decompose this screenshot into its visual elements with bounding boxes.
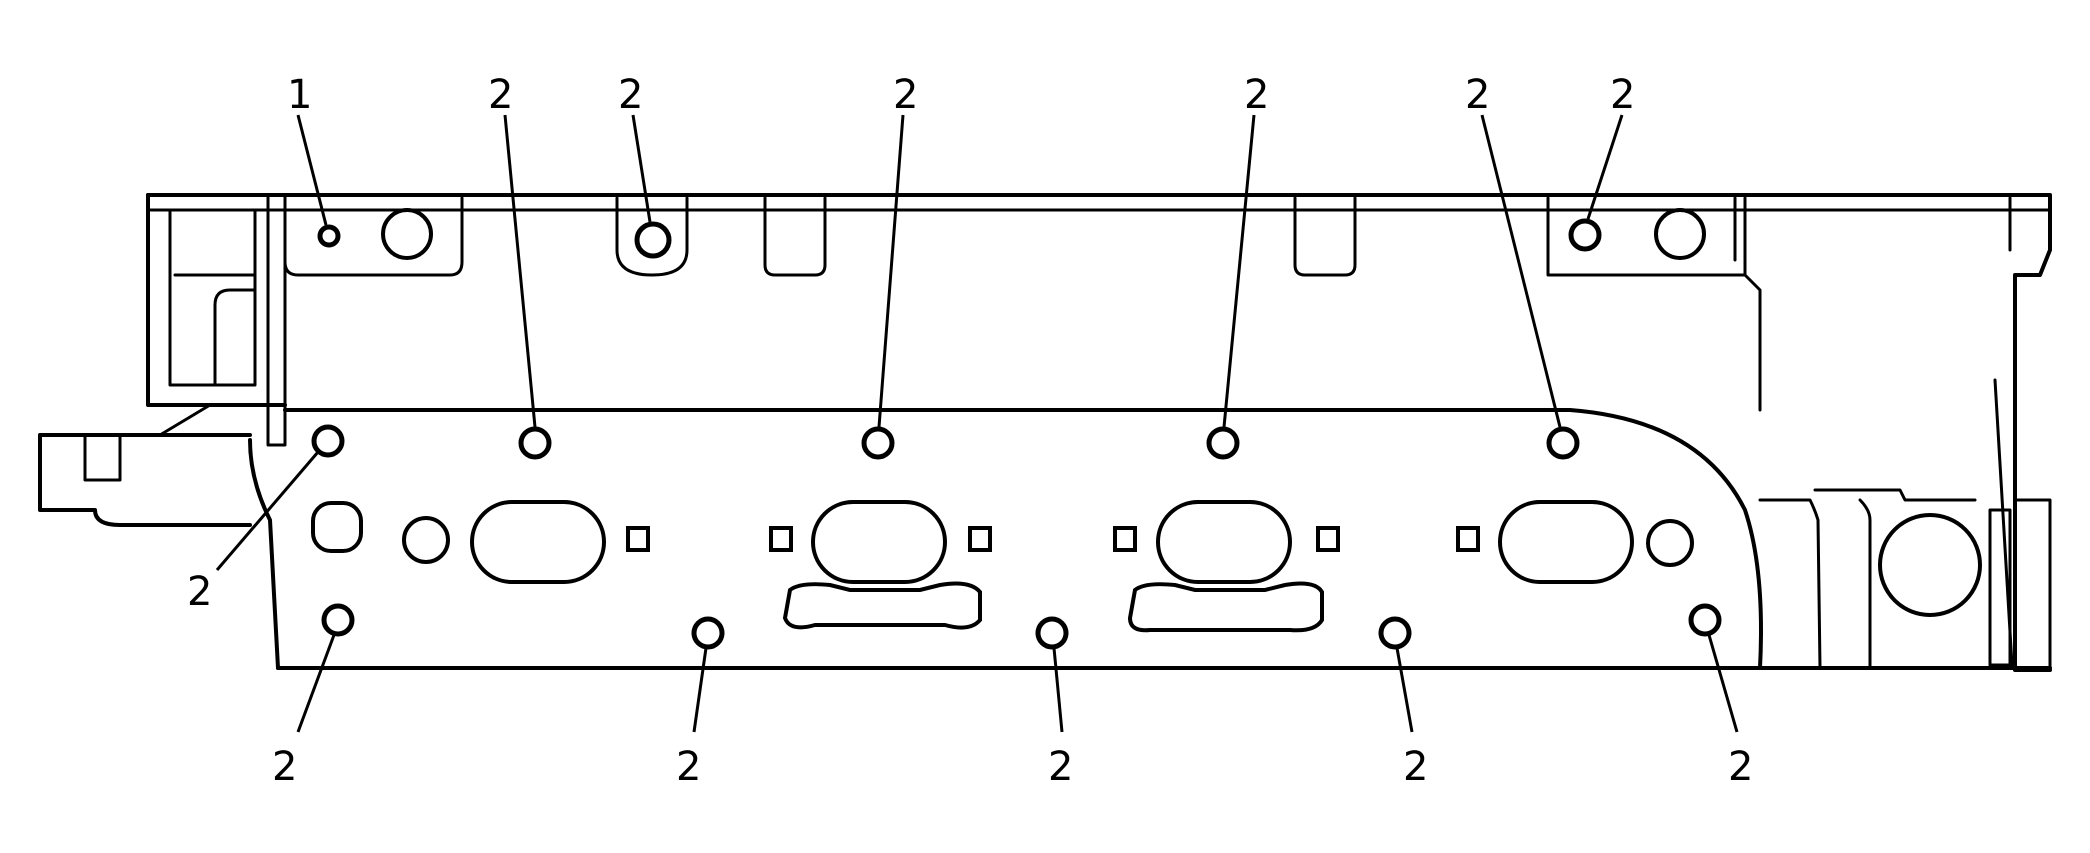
leader-lines <box>215 114 1739 733</box>
port-4 <box>1498 500 1634 584</box>
bolt-hole <box>1688 603 1722 637</box>
callout-label: 2 <box>618 72 643 118</box>
bolt-hole <box>1378 616 1412 650</box>
callout-label: 1 <box>287 72 312 118</box>
bolt-hole <box>518 426 552 460</box>
callout-label: 2 <box>893 72 918 118</box>
bolt-holes <box>311 218 1722 650</box>
dowel <box>968 526 992 552</box>
callout-label: 2 <box>1048 744 1073 790</box>
bolt-hole <box>311 424 345 458</box>
bolt-hole <box>634 221 672 259</box>
bolt-hole <box>1546 426 1580 460</box>
callout-label: 2 <box>1244 72 1269 118</box>
callout-label: 2 <box>1403 744 1428 790</box>
bolt-hole <box>861 426 895 460</box>
dowel <box>769 526 793 552</box>
port-3 <box>1156 500 1292 584</box>
dowel <box>1456 526 1480 552</box>
rounded-square-hole <box>311 501 363 553</box>
head-top-rail <box>146 193 2052 672</box>
bolt-hole <box>1206 426 1240 460</box>
port-1 <box>470 500 606 584</box>
callout-label: 2 <box>1728 744 1753 790</box>
callout-label: 2 <box>676 744 701 790</box>
port-2 <box>811 500 947 584</box>
dowel <box>626 526 650 552</box>
round-hole <box>381 208 433 260</box>
dowel <box>1316 526 1340 552</box>
bolt-hole <box>691 616 725 650</box>
exhaust-face <box>38 378 2052 672</box>
callout-label: 2 <box>272 744 297 790</box>
callout-label: 2 <box>488 72 513 118</box>
callout-label: 2 <box>187 569 212 615</box>
bolt-hole <box>1568 218 1602 252</box>
round-hole <box>1654 208 1706 260</box>
bolt-hole-1 <box>317 224 341 248</box>
round-hole <box>402 516 450 564</box>
callout-label: 2 <box>1610 72 1635 118</box>
callout-labels: 1 2 2 2 2 2 2 2 2 2 2 2 2 <box>187 72 1753 790</box>
coolant-passage-1 <box>782 581 982 630</box>
callout-label: 2 <box>1465 72 1490 118</box>
coolant-passage-2 <box>1127 581 1324 633</box>
bolt-hole <box>321 603 355 637</box>
bolt-hole <box>1035 616 1069 650</box>
round-hole <box>1646 519 1694 567</box>
ports-and-holes <box>311 208 1706 633</box>
dowel <box>1113 526 1137 552</box>
